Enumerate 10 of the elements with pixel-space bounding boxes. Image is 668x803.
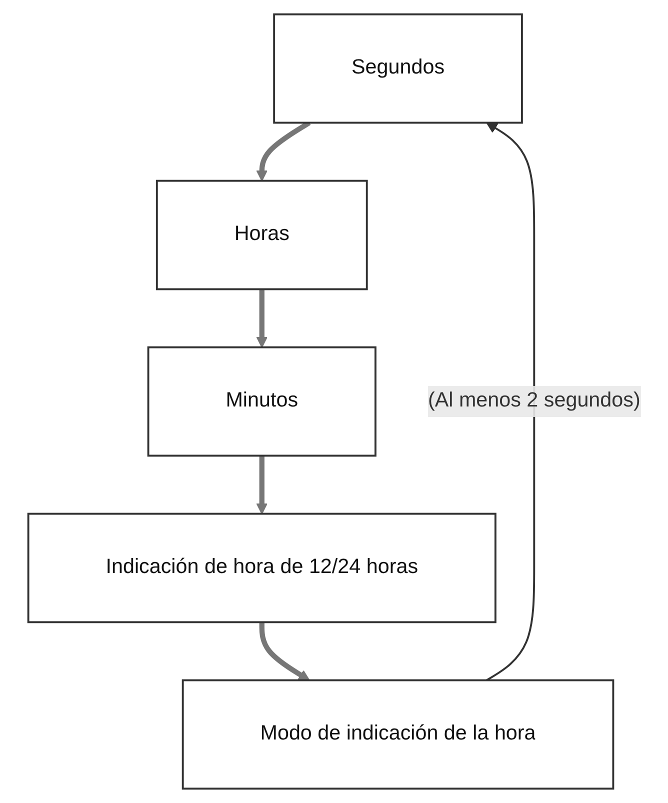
arrow [258,622,310,681]
node-box: Minutos [147,346,376,457]
arrow [256,456,268,514]
node-box: Indicación de hora de 12/24 horas [27,512,496,624]
arrow [486,122,535,682]
edge-label: (Al menos 2 segundos) [428,390,640,412]
arrow [256,289,268,348]
node-box: Segundos [272,13,523,124]
node-box: Horas [156,180,368,290]
node-box: Modo de indicación de la hora [182,679,614,790]
